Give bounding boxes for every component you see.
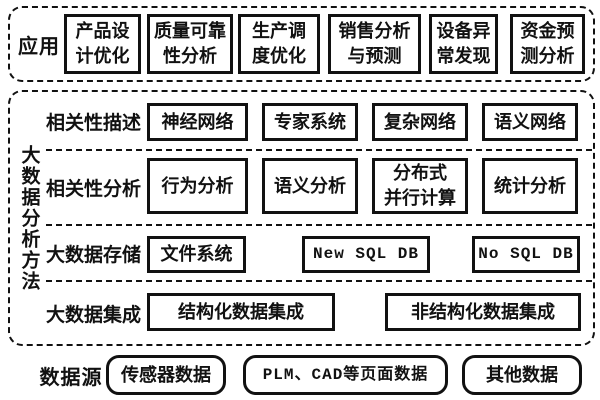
method-box-complex-network: 复杂网络 <box>372 103 468 141</box>
row-label-big-data-storage: 大数据存储 <box>46 244 142 266</box>
row-separator-1 <box>46 149 592 151</box>
row-label-correlation-analysis: 相关性分析 <box>46 178 142 200</box>
method-box-semantic-analysis: 语义分析 <box>262 158 358 214</box>
source-box-other-data: 其他数据 <box>462 355 582 395</box>
app-box-production-scheduling-optimization: 生产调 度优化 <box>238 14 320 74</box>
storage-box-new-sql-db: New SQL DB <box>302 236 430 273</box>
row-label-big-data-integration: 大数据集成 <box>46 304 142 326</box>
method-box-semantic-network: 语义网络 <box>482 103 578 141</box>
method-box-neural-network: 神经网络 <box>147 103 248 141</box>
method-box-behavior-analysis: 行为分析 <box>147 158 248 214</box>
method-box-expert-system: 专家系统 <box>262 103 358 141</box>
application-layer-container <box>8 6 595 82</box>
app-box-sales-analysis-forecast: 销售分析 与预测 <box>328 14 421 74</box>
analysis-methods-container <box>8 90 595 346</box>
source-box-plm-cad-page-data: PLM、CAD等页面数据 <box>243 355 448 395</box>
row-label-correlation-description: 相关性描述 <box>46 112 142 134</box>
app-box-equipment-anomaly-detection: 设备异 常发现 <box>429 14 498 74</box>
method-box-statistical-analysis: 统计分析 <box>482 158 578 214</box>
data-source-label: 数据源 <box>39 366 103 389</box>
method-box-distributed-parallel-computing: 分布式 并行计算 <box>372 158 468 214</box>
storage-box-file-system: 文件系统 <box>147 236 246 273</box>
application-layer-label: 应用 <box>18 35 60 58</box>
app-box-product-design-optimization: 产品设 计优化 <box>64 14 141 74</box>
app-box-quality-reliability-analysis: 质量可靠 性分析 <box>147 14 233 74</box>
storage-box-no-sql-db: No SQL DB <box>472 236 580 273</box>
row-separator-2 <box>46 224 592 226</box>
source-box-sensor-data: 传感器数据 <box>106 355 226 395</box>
integration-box-unstructured-data: 非结构化数据集成 <box>385 293 581 331</box>
analysis-methods-vertical-label: 大数据分析方法 <box>18 144 40 292</box>
integration-box-structured-data: 结构化数据集成 <box>147 293 335 331</box>
row-separator-3 <box>46 280 592 282</box>
app-box-capital-forecast-analysis: 资金预 测分析 <box>510 14 585 74</box>
